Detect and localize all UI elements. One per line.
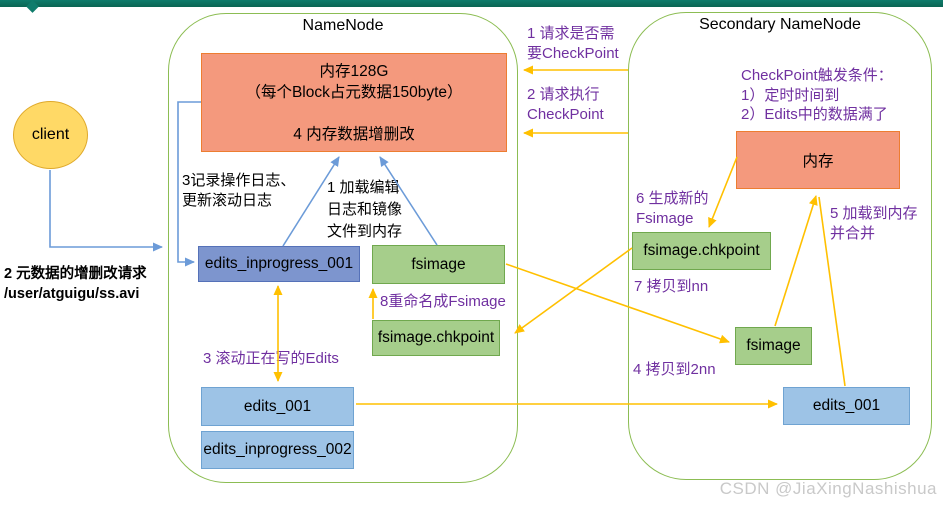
nn-edits-001-box: edits_001 — [201, 387, 354, 426]
nn-edits-inprogress-001-box: edits_inprogress_001 — [198, 246, 360, 282]
snn-load-line2: 并合并 — [830, 225, 876, 242]
nn-edits-inprogress-002-box: edits_inprogress_002 — [201, 431, 354, 469]
nn-note-load-line2: 日志和镜像 — [327, 201, 403, 218]
snn-edits-001-box: edits_001 — [783, 387, 910, 425]
snn-generate-line2: Fsimage — [636, 210, 694, 227]
nn-fsimage-box: fsimage — [372, 245, 505, 284]
client-request-note: 2 元数据的增删改请求 /user/atguigu/ss.avi — [4, 264, 147, 304]
nn-memory-line2: （每个Block占元数据150byte） — [245, 83, 463, 101]
request1-line1: 1 请求是否需 — [527, 25, 615, 42]
snn-generate-line1: 6 生成新的 — [636, 190, 709, 207]
nn-note-record-log-line2: 更新滚动日志 — [182, 192, 273, 209]
nn-note-load-line1: 1 加载编辑 — [327, 179, 400, 196]
snn-fsimage-box: fsimage — [735, 327, 812, 365]
namenode-title: NameNode — [302, 17, 384, 34]
client-request-note-line1: 2 元数据的增删改请求 — [4, 266, 147, 282]
nn-fsimage-chkpoint-box: fsimage.chkpoint — [372, 320, 500, 356]
nn-memory-line3: 4 内存数据增删改 — [293, 125, 415, 143]
client-node: client — [13, 101, 88, 169]
request1-line2: 要CheckPoint — [527, 45, 619, 62]
snn-generate-label: 6 生成新的 Fsimage — [636, 189, 709, 229]
snn-trigger-line3: 2）Edits中的数据满了 — [741, 106, 888, 123]
arrow-client-request — [49, 170, 163, 252]
snn-trigger-conditions: CheckPoint触发条件： 1）定时时间到 2）Edits中的数据满了 — [741, 66, 893, 125]
client-request-note-line2: /user/atguigu/ss.avi — [4, 286, 140, 302]
request-checkpoint-label-2: 2 请求执行 CheckPoint — [527, 85, 604, 125]
snn-trigger-line1: CheckPoint触发条件： — [741, 67, 893, 84]
snn-memory-box: 内存 — [736, 131, 900, 189]
arrow-copy-chkpoint-to-nn — [514, 247, 633, 334]
snn-trigger-line2: 1）定时时间到 — [741, 86, 840, 104]
nn-note-record-log-line1: 3记录操作日志、 — [182, 172, 296, 189]
nn-note-load-line3: 文件到内存 — [327, 223, 403, 240]
snn-load-line1: 5 加载到内存 — [830, 205, 918, 222]
client-label: client — [31, 126, 70, 143]
nn-rename-label: 8重命名成Fsimage — [380, 293, 506, 310]
nn-note-load: 1 加载编辑 日志和镜像 文件到内存 — [327, 177, 402, 243]
watermark: CSDN @JiaXingNashishua — [719, 479, 937, 498]
snn-load-label: 5 加载到内存 并合并 — [830, 204, 918, 244]
secondary-namenode-title: Secondary NameNode — [699, 16, 861, 33]
request-checkpoint-label-1: 1 请求是否需 要CheckPoint — [527, 24, 619, 64]
top-bar — [0, 0, 943, 7]
snn-copy-2nn-label: 4 拷贝到2nn — [633, 361, 716, 378]
request2-line2: CheckPoint — [527, 106, 604, 123]
nn-memory-box: 内存128G （每个Block占元数据150byte） 4 内存数据增删改 — [201, 53, 507, 152]
nn-note-record-log: 3记录操作日志、 更新滚动日志 — [182, 171, 295, 211]
secondary-namenode-container — [628, 12, 932, 480]
snn-fsimage-chkpoint-box: fsimage.chkpoint — [632, 232, 771, 270]
nn-memory-line1: 内存128G — [319, 62, 389, 80]
snn-copy-nn-label: 7 拷贝到nn — [634, 278, 709, 295]
nn-roll-label: 3 滚动正在写的Edits — [203, 350, 339, 367]
request2-line1: 2 请求执行 — [527, 86, 600, 103]
